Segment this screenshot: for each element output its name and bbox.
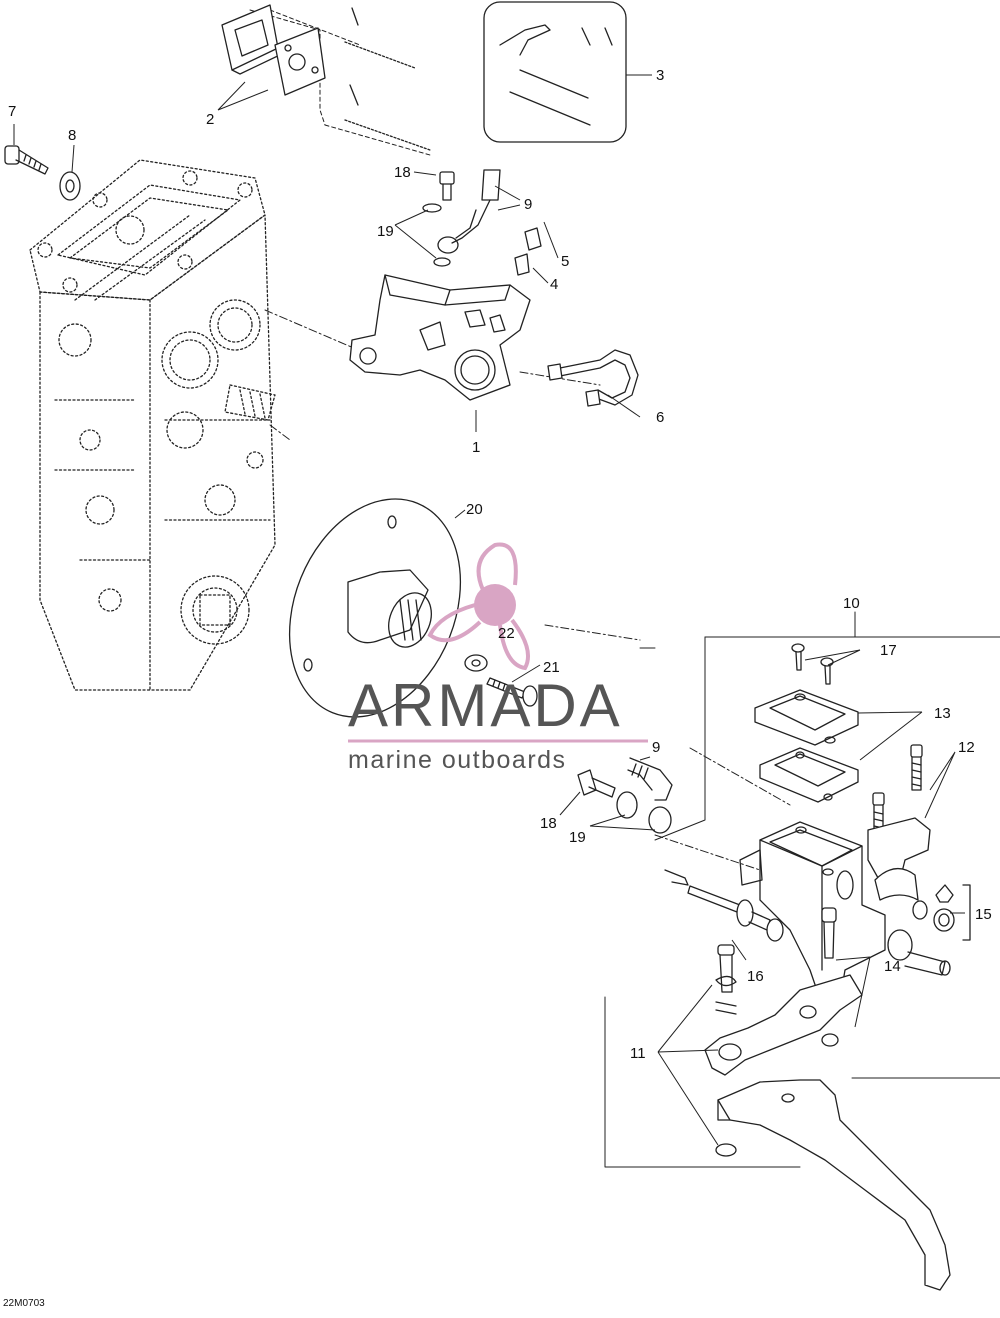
- bleeder-valve: [514, 227, 542, 276]
- reservoir-cover: [754, 689, 859, 803]
- pivot-bolt: [821, 907, 839, 1047]
- callout-7: 7: [8, 103, 17, 120]
- banjo-bolt-lower: [577, 769, 672, 834]
- callout-8: 8: [68, 127, 77, 144]
- callout-19-lower: 19: [569, 829, 586, 846]
- gearbox-housing: [29, 159, 276, 691]
- callout-18-lower: 18: [540, 815, 557, 832]
- callout-22: 22: [498, 625, 515, 642]
- cover-screws: [791, 643, 834, 685]
- brake-caliper: [349, 274, 531, 401]
- callout-14: 14: [884, 958, 901, 975]
- lever-bracket: [704, 974, 863, 1076]
- callout-10: 10: [843, 595, 860, 612]
- callout-21: 21: [543, 659, 560, 676]
- callout-18-top: 18: [394, 164, 411, 181]
- lever-pin-parts: [715, 944, 737, 1157]
- washer: [59, 171, 81, 201]
- lever-pivot-bushing: [887, 929, 951, 976]
- callout-2: 2: [206, 111, 215, 128]
- callout-1: 1: [472, 439, 481, 456]
- mounting-bolt: [4, 145, 49, 175]
- watermark-tagline: marine outboards: [348, 746, 567, 774]
- callout-19-top: 19: [377, 223, 394, 240]
- callout-5: 5: [561, 253, 570, 270]
- leader-lines: [13, 74, 965, 1146]
- hose-fitting-top: [437, 169, 501, 254]
- propeller-logo-icon: [427, 542, 530, 671]
- centerlines: [264, 309, 841, 881]
- handlebar-clamp: [867, 817, 931, 901]
- brake-pads: [221, 4, 326, 96]
- disc-bolt: [464, 654, 538, 707]
- bridge-tube: [547, 349, 639, 407]
- brake-lever: [717, 1079, 951, 1291]
- push-rod: [664, 869, 784, 942]
- callout-9-lower: 9: [652, 739, 661, 756]
- callout-15: 15: [975, 906, 992, 923]
- callout-16: 16: [747, 968, 764, 985]
- callout-3: 3: [656, 67, 665, 84]
- diagram-code: 22M0703: [3, 1298, 45, 1309]
- pad-pins: [344, 7, 431, 151]
- hose-fitting-lower: [627, 757, 673, 801]
- callout-6: 6: [656, 409, 665, 426]
- guide-lines: [249, 9, 431, 156]
- callout-9-top: 9: [524, 196, 533, 213]
- callout-11: 11: [630, 1045, 646, 1062]
- master-cylinder-frame: [604, 611, 1000, 1168]
- brake-disc: [288, 498, 462, 718]
- callout-17: 17: [880, 642, 897, 659]
- watermark-brand: ARMADA: [348, 672, 623, 739]
- banjo-bolt-top: [422, 171, 455, 267]
- callout-20: 20: [466, 501, 483, 518]
- callout-4: 4: [550, 276, 559, 293]
- boot-cap-set: [912, 884, 971, 941]
- callout-13: 13: [934, 705, 951, 722]
- pin-kit-box: [483, 1, 627, 143]
- callout-12: 12: [958, 739, 975, 756]
